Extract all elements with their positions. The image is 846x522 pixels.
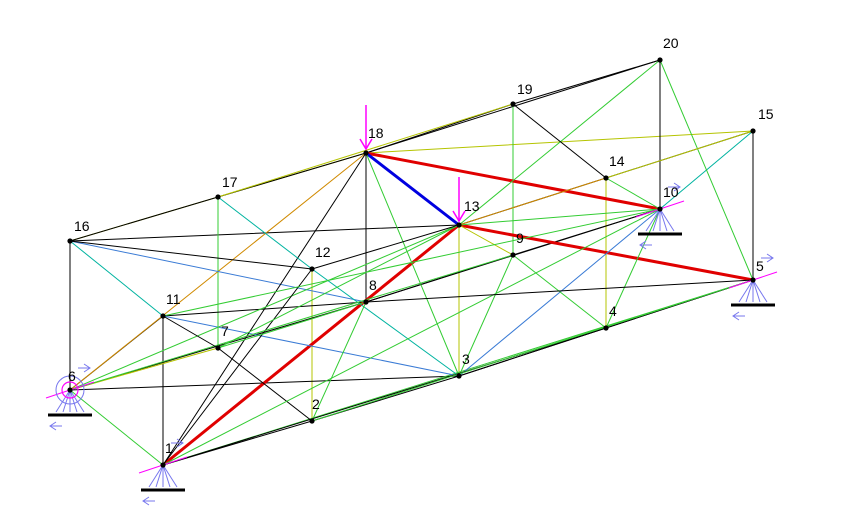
member-20-5 (659, 59, 754, 281)
node-label-15: 15 (758, 106, 774, 122)
support-node-5 (728, 253, 778, 321)
members-layer (69, 59, 755, 467)
node-label-5: 5 (756, 258, 764, 274)
node-label-12: 12 (315, 244, 331, 260)
node-15[interactable] (750, 128, 756, 134)
node-13[interactable] (456, 222, 462, 228)
node-1[interactable] (160, 462, 166, 468)
node-20[interactable] (657, 57, 663, 63)
node-label-3: 3 (462, 351, 470, 367)
node-16[interactable] (67, 238, 73, 244)
node-5[interactable] (750, 277, 756, 283)
member-18-13 (364, 151, 461, 227)
node-label-19: 19 (517, 81, 533, 97)
member-9-10 (512, 208, 661, 256)
member-12-13 (311, 224, 460, 270)
member-9-3 (458, 254, 514, 377)
node-label-16: 16 (74, 218, 90, 234)
node-label-11: 11 (166, 291, 181, 307)
member-12-3 (311, 268, 460, 377)
node-label-2: 2 (312, 396, 320, 412)
member-11-3 (162, 315, 460, 377)
node-6[interactable] (67, 387, 73, 393)
member-13-10 (458, 208, 661, 226)
node-label-14: 14 (609, 153, 625, 169)
node-9[interactable] (510, 252, 516, 258)
node-12[interactable] (309, 266, 315, 272)
member-9-13 (458, 224, 514, 256)
loads-layer (359, 105, 466, 223)
node-label-6: 6 (68, 368, 76, 384)
member-18-1 (162, 152, 367, 466)
member-18-3 (365, 152, 460, 377)
member-19-14 (512, 103, 607, 179)
member-14-10 (605, 177, 661, 210)
node-17[interactable] (215, 194, 221, 200)
supports-layer (45, 182, 778, 506)
member-16-17 (69, 196, 219, 242)
member-13-6 (69, 224, 460, 391)
member-1-10 (162, 208, 661, 466)
node-18[interactable] (363, 150, 369, 156)
node-14[interactable] (603, 175, 609, 181)
node-label-18: 18 (368, 125, 384, 141)
member-12-16 (69, 240, 313, 270)
member-16-11 (69, 240, 164, 317)
support-node-6 (45, 363, 95, 431)
node-3[interactable] (456, 373, 462, 379)
member-14-13 (458, 177, 607, 226)
node-label-17: 17 (222, 174, 238, 190)
member-12-1 (162, 268, 313, 466)
load-arrow-node-18 (359, 105, 373, 151)
member-17-12 (217, 196, 313, 270)
node-8[interactable] (363, 299, 369, 305)
member-16-8 (69, 240, 367, 303)
load-arrow-node-13 (452, 177, 466, 223)
node-label-1: 1 (165, 440, 173, 456)
member-19-20 (512, 59, 661, 105)
member-15-14 (605, 130, 754, 179)
member-8-5 (365, 279, 754, 303)
node-label-4: 4 (609, 303, 617, 319)
member-2-8 (311, 301, 367, 422)
node-7[interactable] (215, 345, 221, 351)
member-7-2 (217, 347, 313, 422)
node-label-8: 8 (369, 277, 377, 293)
node-2[interactable] (309, 418, 315, 424)
node-10[interactable] (657, 206, 663, 212)
member-7-13 (217, 224, 460, 349)
node-19[interactable] (510, 101, 516, 107)
member-7-8 (217, 301, 367, 349)
member-11-10 (162, 208, 661, 317)
member-4-10 (605, 208, 661, 329)
member-11-7 (162, 315, 219, 349)
member-20-13 (458, 59, 661, 226)
member-6-1 (69, 389, 164, 466)
node-label-20: 20 (663, 35, 679, 51)
node-label-7: 7 (221, 323, 229, 339)
member-6-9 (69, 254, 514, 391)
node-11[interactable] (160, 313, 166, 319)
member-3-10 (458, 208, 661, 377)
node-label-13: 13 (464, 198, 480, 214)
nodes-layer (67, 57, 756, 468)
member-13-5 (457, 223, 755, 282)
member-1-13 (161, 223, 461, 467)
member-2-5 (311, 279, 754, 422)
node-label-9: 9 (516, 230, 524, 246)
node-label-10: 10 (663, 184, 679, 200)
node-4[interactable] (603, 325, 609, 331)
